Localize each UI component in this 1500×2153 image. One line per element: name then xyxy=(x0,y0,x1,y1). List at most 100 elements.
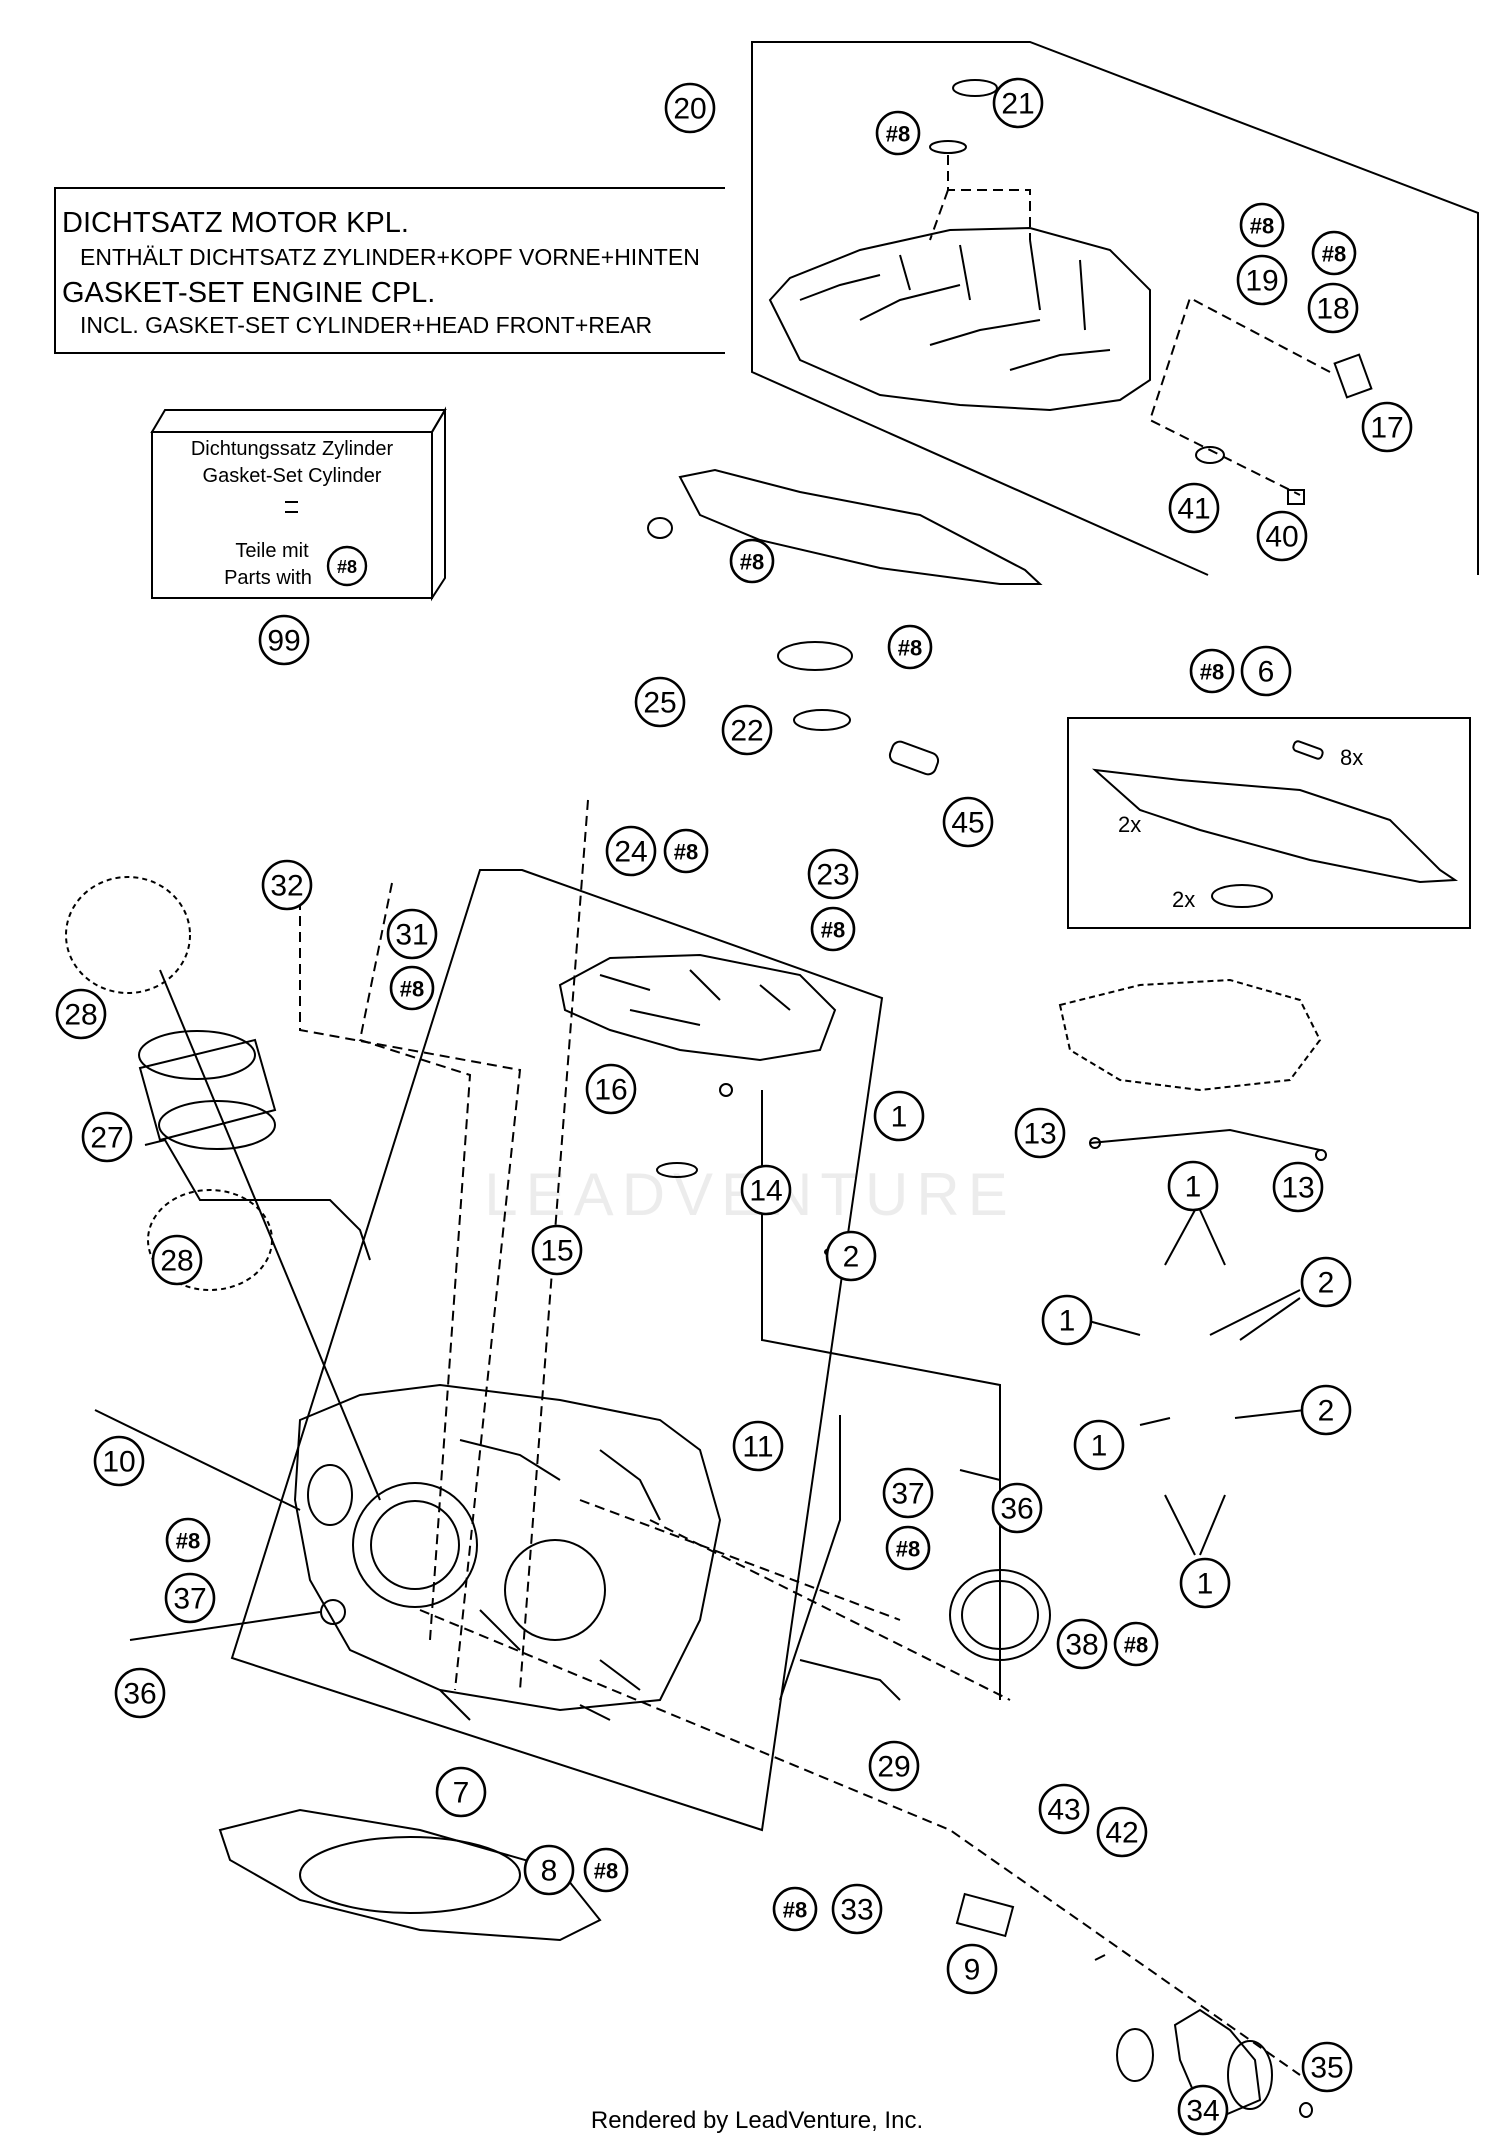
callout-circle xyxy=(1361,401,1413,453)
callout-circle xyxy=(772,1886,818,1932)
callout-label: #8 xyxy=(1124,1633,1148,1658)
callout-45: 45 xyxy=(942,796,994,848)
callout-label: 1 xyxy=(1185,1171,1202,1204)
gasket-label-line2: ENTHÄLT DICHTSATZ ZYLINDER+KOPF VORNE+HI… xyxy=(80,244,700,270)
kit-box-marker: #8 xyxy=(337,557,357,577)
callout-circle xyxy=(1300,1256,1352,1308)
callout-circle xyxy=(732,1420,784,1472)
callout-label: 20 xyxy=(673,93,706,126)
callout-43: 43 xyxy=(1038,1783,1090,1835)
callout-circle xyxy=(1056,1618,1108,1670)
callout-circle xyxy=(831,1883,883,1935)
valve-cover-gasket xyxy=(647,468,1043,776)
gasket-set-label: DICHTSATZ MOTOR KPL. ENTHÄLT DICHTSATZ Z… xyxy=(54,187,725,354)
callout-label: 2 xyxy=(1318,1267,1335,1300)
callout-36: 36 xyxy=(114,1667,166,1719)
callout-99: 99 xyxy=(258,614,310,666)
piston-parts xyxy=(65,876,381,1501)
callout-label: 25 xyxy=(643,687,676,720)
callout-37: 37 xyxy=(164,1572,216,1624)
callout-label: 13 xyxy=(1281,1172,1314,1205)
callout-label: 28 xyxy=(64,999,97,1032)
callout-label: #8 xyxy=(898,636,922,661)
inset-2x-a: 2x xyxy=(1118,812,1141,837)
callout-circle xyxy=(1189,648,1235,694)
callout-circle xyxy=(531,1224,583,1276)
lower-parts xyxy=(218,1569,1317,2118)
callout-label: 9 xyxy=(964,1954,981,1987)
callout-circle xyxy=(1179,1557,1231,1609)
callout-circle xyxy=(1256,510,1308,562)
callout-circle xyxy=(729,538,775,584)
callout-label: 2 xyxy=(1318,1395,1335,1428)
callout-label: 19 xyxy=(1245,265,1278,298)
callout-label: 1 xyxy=(1059,1305,1076,1338)
callout-circle xyxy=(1177,2084,1229,2136)
callout-label: 34 xyxy=(1186,2095,1219,2128)
callout-hash8: #8 xyxy=(1239,202,1285,248)
callout-label: 22 xyxy=(730,715,763,748)
callout-label: #8 xyxy=(176,1529,200,1554)
callout-label: 41 xyxy=(1177,493,1210,526)
callout-label: 36 xyxy=(123,1678,156,1711)
callout-label: #8 xyxy=(886,122,910,147)
callout-label: 18 xyxy=(1316,293,1349,326)
callout-circle xyxy=(1167,1160,1219,1212)
callout-label: #8 xyxy=(674,840,698,865)
callout-circle xyxy=(55,988,107,1040)
callout-hash8: #8 xyxy=(810,906,856,952)
callout-circle xyxy=(435,1766,487,1818)
callout-circle xyxy=(386,908,438,960)
camshaft-assembly xyxy=(556,953,846,1265)
callout-1: 1 xyxy=(1179,1557,1231,1609)
callout-circle xyxy=(164,1572,216,1624)
callout-16: 16 xyxy=(585,1063,637,1115)
callout-circle xyxy=(873,1090,925,1142)
callout-circle xyxy=(1014,1107,1066,1159)
callout-circle xyxy=(389,965,435,1011)
callout-hash8: #8 xyxy=(1311,230,1357,276)
callout-hash8: #8 xyxy=(885,1525,931,1571)
rocker-arms xyxy=(1058,978,1327,1161)
footer-credit: Rendered by LeadVenture, Inc. xyxy=(591,2107,923,2134)
callout-27: 27 xyxy=(81,1111,133,1163)
callout-circle xyxy=(585,1063,637,1115)
callout-hash8: #8 xyxy=(1113,1621,1159,1667)
callout-circle xyxy=(810,906,856,952)
callout-circle xyxy=(1168,482,1220,534)
callout-28: 28 xyxy=(55,988,107,1040)
callout-circle xyxy=(721,704,773,756)
callout-18: 18 xyxy=(1307,282,1359,334)
callout-37: 37 xyxy=(882,1467,934,1519)
callout-21: 21 xyxy=(992,77,1044,129)
callout-label: 1 xyxy=(1091,1430,1108,1463)
callout-label: 35 xyxy=(1310,2052,1343,2085)
callout-circle xyxy=(1073,1419,1125,1471)
callout-label: 2 xyxy=(843,1241,860,1274)
gasket-label-line4: INCL. GASKET-SET CYLINDER+HEAD FRONT+REA… xyxy=(80,312,652,338)
callout-41: 41 xyxy=(1168,482,1220,534)
callout-label: #8 xyxy=(896,1537,920,1562)
callout-label: 45 xyxy=(951,807,984,840)
callout-hash8: #8 xyxy=(772,1886,818,1932)
callout-17: 17 xyxy=(1361,401,1413,453)
callout-label: 27 xyxy=(90,1122,123,1155)
callout-25: 25 xyxy=(634,676,686,728)
callout-35: 35 xyxy=(1301,2041,1353,2093)
callout-label: 29 xyxy=(877,1751,910,1784)
callout-circle xyxy=(992,77,1044,129)
callout-label: #8 xyxy=(400,977,424,1002)
callout-circle xyxy=(1236,254,1288,306)
callout-1: 1 xyxy=(873,1090,925,1142)
gasket-label-line3: GASKET-SET ENGINE CPL. xyxy=(62,277,435,309)
cylinder-head-frame xyxy=(230,799,1301,2076)
callout-33: 33 xyxy=(831,1883,883,1935)
callout-circle xyxy=(634,676,686,728)
callout-circle xyxy=(885,1525,931,1571)
callout-label: 99 xyxy=(267,625,300,658)
callout-circle xyxy=(1038,1783,1090,1835)
callout-label: 24 xyxy=(614,836,647,869)
callout-7: 7 xyxy=(435,1766,487,1818)
callout-2: 2 xyxy=(1300,1256,1352,1308)
